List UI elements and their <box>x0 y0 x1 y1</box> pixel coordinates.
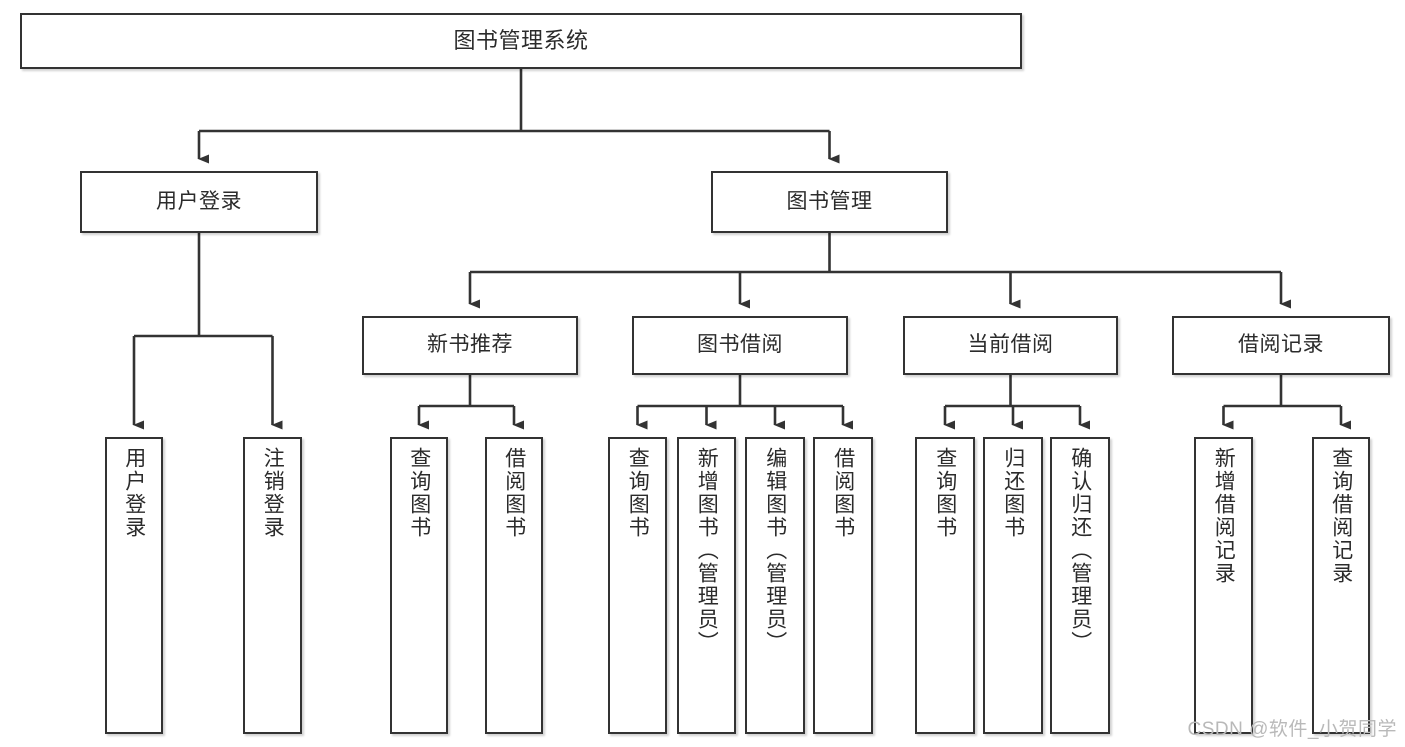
node-label: 查询图书 <box>626 447 650 539</box>
node-leaf-login[interactable]: 用户登录 <box>105 437 163 734</box>
node-label: 确认归还（管理员） <box>1068 447 1092 654</box>
node-leaf-cu-2[interactable]: 归还图书 <box>983 437 1043 734</box>
node-label: 查询借阅记录 <box>1329 447 1353 585</box>
node-leaf-logout[interactable]: 注销登录 <box>243 437 302 734</box>
node-bookmgmt[interactable]: 图书管理 <box>711 171 948 233</box>
node-leaf-cu-1[interactable]: 查询图书 <box>915 437 975 734</box>
node-leaf-re-2[interactable]: 查询借阅记录 <box>1312 437 1370 734</box>
node-label: 归还图书 <box>1001 447 1025 539</box>
node-label: 图书管理 <box>786 189 873 213</box>
node-label: 借阅图书 <box>831 447 855 539</box>
node-newbooks[interactable]: 新书推荐 <box>362 316 578 375</box>
node-label: 新书推荐 <box>427 333 513 357</box>
node-label: 用户登录 <box>156 189 242 213</box>
node-label: 图书借阅 <box>697 333 783 357</box>
node-login[interactable]: 用户登录 <box>80 171 318 233</box>
node-borrow[interactable]: 图书借阅 <box>632 316 848 375</box>
node-leaf-nb-1[interactable]: 查询图书 <box>390 437 448 734</box>
node-leaf-re-1[interactable]: 新增借阅记录 <box>1194 437 1253 734</box>
node-leaf-bo-3[interactable]: 编辑图书（管理员） <box>745 437 805 734</box>
node-current[interactable]: 当前借阅 <box>903 316 1118 375</box>
node-leaf-bo-2[interactable]: 新增图书（管理员） <box>677 437 736 734</box>
node-label: 借阅图书 <box>502 447 526 539</box>
node-leaf-bo-4[interactable]: 借阅图书 <box>813 437 873 734</box>
node-label: 查询图书 <box>407 447 431 539</box>
node-leaf-nb-2[interactable]: 借阅图书 <box>485 437 543 734</box>
node-root[interactable]: 图书管理系统 <box>20 13 1022 69</box>
node-leaf-cu-3[interactable]: 确认归还（管理员） <box>1050 437 1110 734</box>
node-label: 借阅记录 <box>1238 333 1324 357</box>
node-label: 图书管理系统 <box>453 28 589 54</box>
node-label: 新增借阅记录 <box>1212 447 1236 585</box>
node-records[interactable]: 借阅记录 <box>1172 316 1390 375</box>
watermark: CSDN @软件_小贺同学 <box>1187 719 1397 740</box>
node-label: 用户登录 <box>122 447 146 539</box>
node-label: 编辑图书（管理员） <box>763 447 787 654</box>
node-leaf-bo-1[interactable]: 查询图书 <box>608 437 667 734</box>
node-label: 注销登录 <box>261 447 285 539</box>
node-label: 查询图书 <box>933 447 957 539</box>
node-label: 新增图书（管理员） <box>695 447 719 654</box>
node-label: 当前借阅 <box>967 333 1054 357</box>
